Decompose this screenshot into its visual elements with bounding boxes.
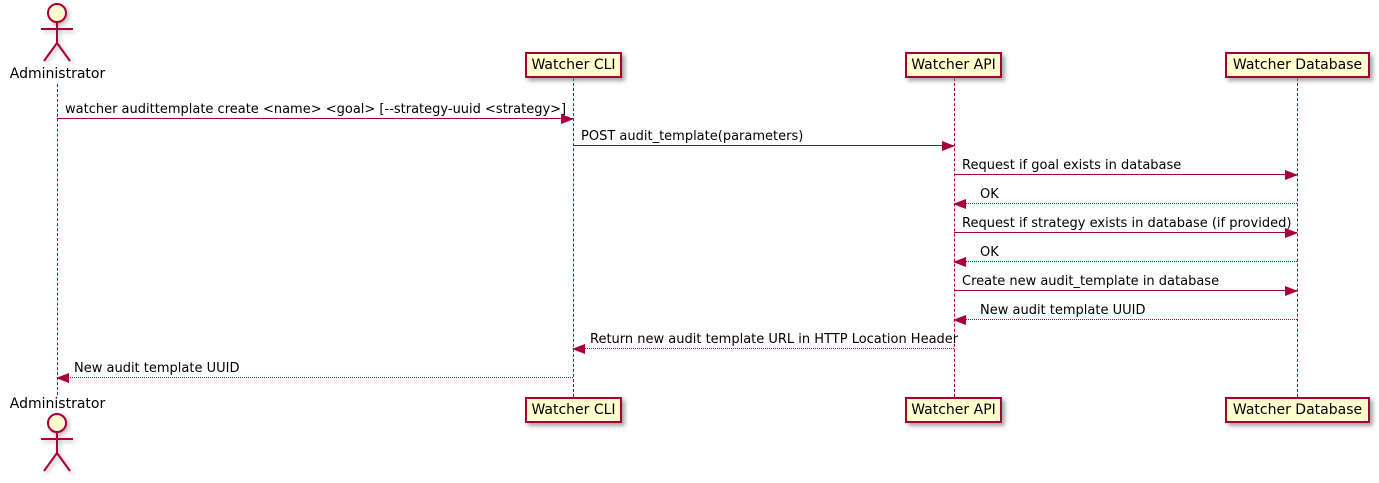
message-5-label: Request if strategy exists in database (… <box>962 216 1292 231</box>
lifeline-administrator <box>57 84 58 395</box>
message-6-arrow <box>953 257 1297 267</box>
actor-label-administrator-bottom: Administrator <box>9 396 106 412</box>
message-3: Request if goal exists in database <box>954 158 1298 180</box>
participant-watcher-database-top: Watcher Database <box>1225 52 1370 78</box>
message-6: OK <box>953 245 1297 267</box>
message-4: OK <box>953 187 1297 209</box>
message-1-arrow <box>57 114 574 124</box>
message-2-label: POST audit_template(parameters) <box>581 129 804 144</box>
arrowhead-icon <box>1285 286 1298 296</box>
participant-watcher-database-bottom: Watcher Database <box>1225 397 1370 423</box>
arrowhead-icon <box>953 199 966 209</box>
message-4-arrow <box>953 199 1297 209</box>
message-7: Create new audit_template in database <box>954 274 1298 296</box>
arrowhead-icon <box>953 257 966 267</box>
arrowhead-icon <box>561 114 574 124</box>
lifeline-watcher-api <box>954 78 955 397</box>
actor-label-administrator-top: Administrator <box>9 66 106 82</box>
participant-watcher-api-top: Watcher API <box>905 52 1002 78</box>
arrowhead-icon <box>1285 228 1298 238</box>
message-7-label: Create new audit_template in database <box>962 274 1220 289</box>
message-4-label: OK <box>980 187 999 202</box>
actor-icon-administrator-bottom <box>41 413 73 472</box>
message-3-arrow <box>954 170 1298 180</box>
message-10-arrow <box>56 373 573 383</box>
arrowhead-icon <box>1285 170 1298 180</box>
arrowhead-icon <box>953 315 966 325</box>
message-8-label: New audit template UUID <box>980 303 1146 318</box>
participant-watcher-cli-top: Watcher CLI <box>525 52 622 78</box>
arrowhead-icon <box>942 141 955 151</box>
lifeline-watcher-cli <box>573 78 574 397</box>
message-1-label: watcher audittemplate create <name> <goa… <box>65 102 567 117</box>
participant-watcher-api-bottom: Watcher API <box>905 397 1002 423</box>
message-10-label: New audit template UUID <box>74 361 240 376</box>
participant-watcher-cli-bottom: Watcher CLI <box>525 397 622 423</box>
arrowhead-icon <box>572 344 585 354</box>
actor-icon-administrator-top <box>41 3 73 62</box>
message-3-label: Request if goal exists in database <box>962 158 1182 173</box>
message-7-arrow <box>954 286 1298 296</box>
message-9-label: Return new audit template URL in HTTP Lo… <box>590 332 959 347</box>
message-9-arrow <box>572 344 954 354</box>
arrowhead-icon <box>56 373 69 383</box>
message-6-label: OK <box>980 245 999 260</box>
message-5: Request if strategy exists in database (… <box>954 216 1298 238</box>
message-2: POST audit_template(parameters) <box>573 129 955 151</box>
message-10: New audit template UUID <box>56 361 573 383</box>
message-5-arrow <box>954 228 1298 238</box>
message-2-arrow <box>573 141 955 151</box>
message-8-arrow <box>953 315 1297 325</box>
message-9: Return new audit template URL in HTTP Lo… <box>572 332 959 354</box>
message-8: New audit template UUID <box>953 303 1297 325</box>
message-1: watcher audittemplate create <name> <goa… <box>57 102 574 124</box>
